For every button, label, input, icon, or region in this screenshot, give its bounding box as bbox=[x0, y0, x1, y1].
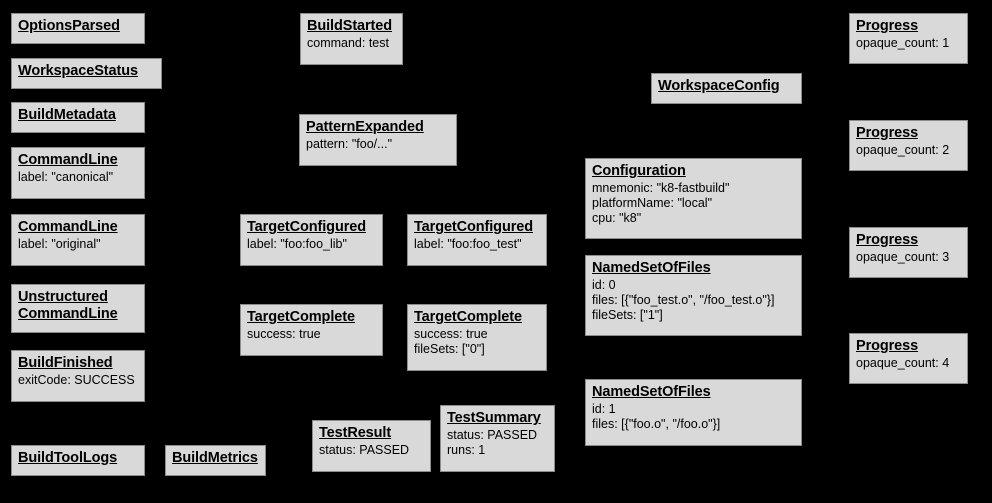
node-title: NamedSetOfFiles bbox=[592, 384, 711, 400]
node-progress-4[interactable]: Progress opaque_count: 4 bbox=[849, 333, 968, 384]
node-title: NamedSetOfFiles bbox=[592, 260, 711, 276]
node-fields: opaque_count: 1 bbox=[856, 36, 961, 51]
node-title: OptionsParsed bbox=[18, 18, 120, 34]
node-fields: success: true bbox=[247, 327, 376, 342]
node-title: Progress bbox=[856, 338, 919, 354]
node-field: opaque_count: 1 bbox=[856, 36, 950, 50]
node-field: success: true bbox=[247, 327, 321, 341]
node-fields: label: "canonical" bbox=[18, 170, 138, 185]
node-field: mnemonic: "k8-fastbuild" bbox=[592, 181, 730, 195]
node-title: CommandLine bbox=[18, 152, 118, 168]
node-fields: label: "foo:foo_test" bbox=[414, 237, 540, 252]
node-field: fileSets: ["1"] bbox=[592, 308, 663, 322]
node-field: status: PASSED bbox=[447, 428, 538, 442]
node-field: cpu: "k8" bbox=[592, 211, 642, 225]
node-field: opaque_count: 4 bbox=[856, 356, 950, 370]
node-field: label: "foo:foo_lib" bbox=[247, 237, 347, 251]
node-fields: pattern: "foo/..." bbox=[306, 137, 450, 152]
node-unstructured-command-line[interactable]: Unstructured CommandLine bbox=[11, 284, 145, 333]
node-field: label: "original" bbox=[18, 237, 101, 251]
node-field: id: 0 bbox=[592, 278, 616, 292]
node-field: label: "canonical" bbox=[18, 170, 114, 184]
node-build-metrics[interactable]: BuildMetrics bbox=[165, 445, 266, 476]
node-fields: mnemonic: "k8-fastbuild"platformName: "l… bbox=[592, 181, 795, 226]
node-pattern-expanded[interactable]: PatternExpanded pattern: "foo/..." bbox=[299, 114, 457, 166]
node-fields: label: "original" bbox=[18, 237, 138, 252]
node-field: success: true bbox=[414, 327, 488, 341]
node-fields: opaque_count: 3 bbox=[856, 250, 961, 265]
node-target-configured-foo-lib[interactable]: TargetConfigured label: "foo:foo_lib" bbox=[240, 214, 383, 266]
node-field: runs: 1 bbox=[447, 443, 486, 457]
node-progress-1[interactable]: Progress opaque_count: 1 bbox=[849, 13, 968, 64]
node-field: status: PASSED bbox=[319, 443, 410, 457]
node-command-line-canonical[interactable]: CommandLine label: "canonical" bbox=[11, 147, 145, 199]
node-field: opaque_count: 2 bbox=[856, 143, 950, 157]
node-options-parsed[interactable]: OptionsParsed bbox=[11, 13, 145, 44]
node-field: opaque_count: 3 bbox=[856, 250, 950, 264]
node-field: files: [{"foo_test.o", "/foo_test.o"}] bbox=[592, 293, 775, 307]
node-title: Progress bbox=[856, 18, 919, 34]
node-title: TargetConfigured bbox=[414, 219, 533, 235]
node-configuration[interactable]: Configuration mnemonic: "k8-fastbuild"pla… bbox=[585, 158, 802, 239]
node-title: PatternExpanded bbox=[306, 119, 424, 135]
node-field: fileSets: ["0"] bbox=[414, 342, 485, 356]
node-title: Unstructured CommandLine bbox=[18, 289, 118, 322]
node-title: Progress bbox=[856, 125, 919, 141]
node-title: TestSummary bbox=[447, 410, 541, 426]
node-target-configured-foo-test[interactable]: TargetConfigured label: "foo:foo_test" bbox=[407, 214, 547, 266]
node-title: CommandLine bbox=[18, 219, 118, 235]
node-title: TargetConfigured bbox=[247, 219, 366, 235]
node-title: BuildToolLogs bbox=[18, 450, 118, 466]
node-title: TargetComplete bbox=[414, 309, 522, 325]
node-fields: status: PASSED bbox=[319, 443, 424, 458]
node-field: id: 1 bbox=[592, 402, 616, 416]
node-title: WorkspaceStatus bbox=[18, 63, 138, 79]
node-title: BuildStarted bbox=[307, 18, 393, 34]
node-field: files: [{"foo.o", "/foo.o"}] bbox=[592, 417, 721, 431]
node-target-complete-lib[interactable]: TargetComplete success: true bbox=[240, 304, 383, 356]
node-progress-3[interactable]: Progress opaque_count: 3 bbox=[849, 227, 968, 278]
node-build-tool-logs[interactable]: BuildToolLogs bbox=[11, 445, 145, 476]
node-title: TargetComplete bbox=[247, 309, 355, 325]
node-build-metadata[interactable]: BuildMetadata bbox=[11, 102, 145, 133]
node-fields: label: "foo:foo_lib" bbox=[247, 237, 376, 252]
node-field: command: test bbox=[307, 36, 389, 50]
node-fields: opaque_count: 4 bbox=[856, 356, 961, 371]
node-build-finished[interactable]: BuildFinished exitCode: SUCCESS bbox=[11, 350, 145, 402]
node-field: label: "foo:foo_test" bbox=[414, 237, 522, 251]
node-title: WorkspaceConfig bbox=[658, 78, 780, 94]
node-title: Progress bbox=[856, 232, 919, 248]
node-fields: opaque_count: 2 bbox=[856, 143, 961, 158]
node-workspace-status[interactable]: WorkspaceStatus bbox=[11, 58, 162, 89]
node-title: BuildFinished bbox=[18, 355, 113, 371]
node-fields: command: test bbox=[307, 36, 396, 51]
node-title: TestResult bbox=[319, 425, 392, 441]
node-fields: exitCode: SUCCESS bbox=[18, 373, 138, 388]
node-test-result[interactable]: TestResult status: PASSED bbox=[312, 420, 431, 472]
node-title: BuildMetrics bbox=[172, 450, 258, 466]
node-progress-2[interactable]: Progress opaque_count: 2 bbox=[849, 120, 968, 171]
node-workspace-config[interactable]: WorkspaceConfig bbox=[651, 73, 802, 104]
node-title: Configuration bbox=[592, 163, 686, 179]
node-title: BuildMetadata bbox=[18, 107, 116, 123]
node-field: platformName: "local" bbox=[592, 196, 713, 210]
node-build-started[interactable]: BuildStarted command: test bbox=[300, 13, 403, 65]
node-field: exitCode: SUCCESS bbox=[18, 373, 135, 387]
node-field: pattern: "foo/..." bbox=[306, 137, 393, 151]
node-command-line-original[interactable]: CommandLine label: "original" bbox=[11, 214, 145, 266]
